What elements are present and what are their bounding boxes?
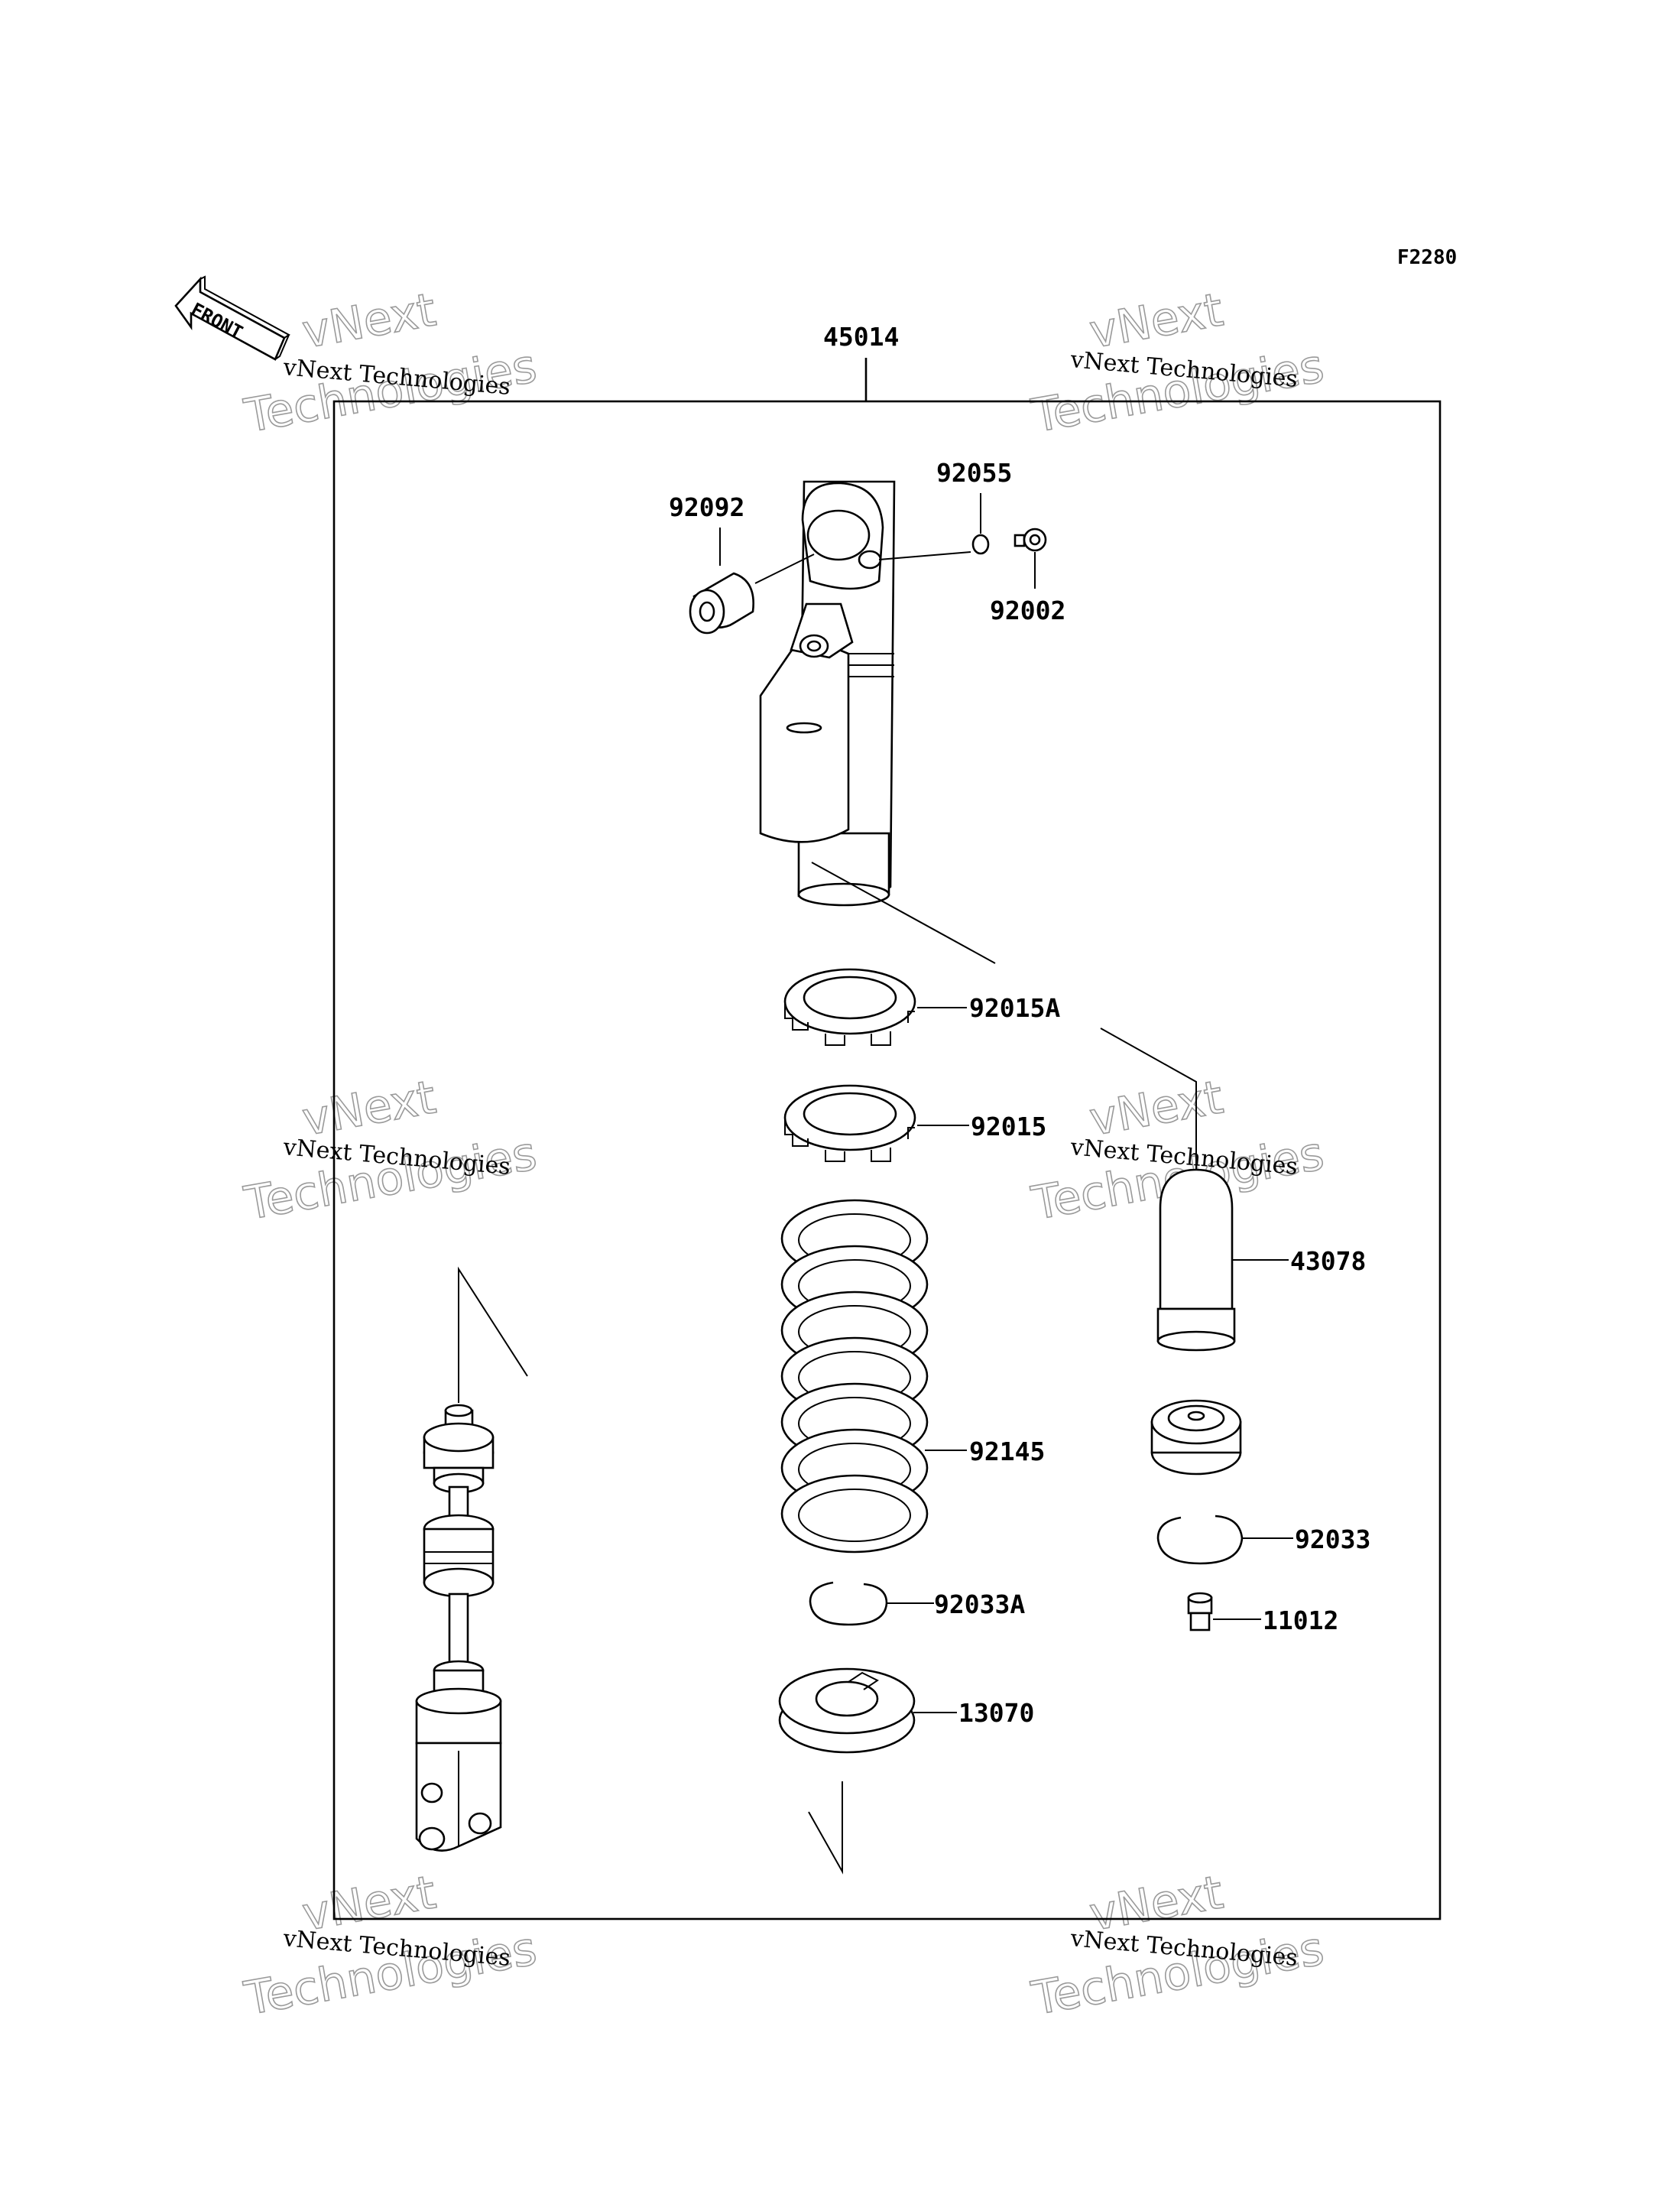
reservoir-cap-part: [1150, 1399, 1242, 1476]
part-label-92033: 92033: [1295, 1524, 1370, 1554]
watermark-big-1: vNext: [1085, 283, 1227, 359]
bushing-part-92092: 92092: [669, 492, 815, 635]
part-label-45014: 45014: [823, 322, 899, 352]
part-label-92033A: 92033A: [934, 1589, 1025, 1619]
part-label-92002: 92002: [990, 596, 1065, 625]
watermark-big-1: vNext: [298, 283, 439, 359]
part-label-92055: 92055: [936, 458, 1012, 488]
leader-line: [811, 862, 996, 964]
circlip-part-92033: 92033: [1156, 1515, 1370, 1565]
watermark-big-1: vNext: [298, 1070, 439, 1146]
break-mark-icon: [808, 1781, 843, 1875]
shock-body: [759, 480, 896, 907]
oring-part-92055: 92055: [878, 458, 1012, 560]
leader-line: [1100, 1028, 1197, 1170]
watermark-bottom-left: vNext Technologies vNext Technologies: [240, 1865, 541, 2027]
part-label-92015A: 92015A: [969, 993, 1060, 1023]
part-label-92092: 92092: [669, 492, 744, 522]
valve-part-11012: 11012: [1187, 1592, 1338, 1635]
part-label-92145: 92145: [969, 1437, 1045, 1466]
locknut-part-92015A: 92015A: [783, 968, 1060, 1046]
part-label-11012: 11012: [1263, 1605, 1338, 1635]
watermark-mid-left: vNext Technologies vNext Technologies: [240, 1070, 541, 1232]
spring-seat-part-13070: 13070: [778, 1667, 1034, 1754]
part-label-92015: 92015: [971, 1112, 1046, 1141]
damper-rod-assembly: [415, 1404, 502, 1852]
break-mark-icon: [458, 1266, 528, 1403]
assembly-frame: 45014: [332, 322, 1442, 1920]
part-label-13070: 13070: [958, 1698, 1034, 1728]
reservoir-cover-part-43078: 43078: [1156, 1168, 1366, 1352]
watermark-bottom-right: vNext Technologies vNext Technologies: [1027, 1865, 1328, 2027]
front-arrow-icon: FRONT: [174, 275, 290, 361]
watermark-top-left: vNext Technologies vNext Technologies: [240, 283, 541, 444]
circlip-part-92033A: 92033A: [809, 1581, 1025, 1626]
locknut-part-92015: 92015: [783, 1084, 1046, 1162]
watermark-top-right: vNext Technologies vNext Technologies: [1027, 283, 1328, 444]
watermark-big-1: vNext: [1085, 1070, 1227, 1146]
screw-part-92002: 92002: [990, 528, 1065, 625]
spring-part-92145: 92145: [780, 1199, 1045, 1554]
diagram-code: F2280: [1397, 246, 1457, 269]
part-label-43078: 43078: [1290, 1246, 1366, 1276]
